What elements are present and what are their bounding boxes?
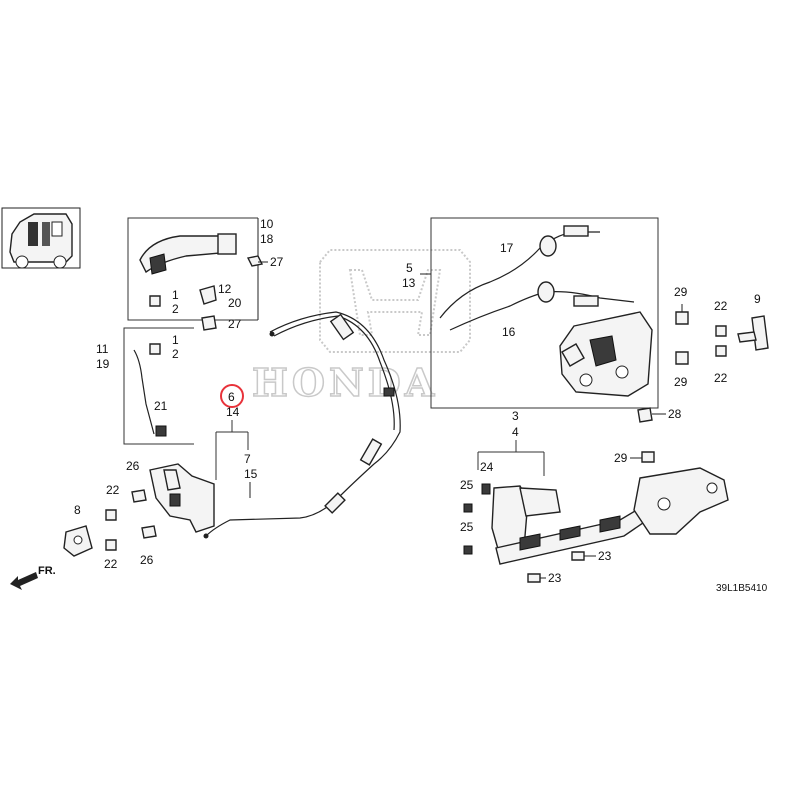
callout-25-bottom: 25 — [460, 520, 474, 534]
callout-22-right-bottom: 22 — [714, 371, 728, 385]
callout-22-left-top: 22 — [106, 483, 120, 497]
callout-8: 8 — [74, 503, 81, 517]
watermark-text: HONDA — [252, 360, 438, 405]
callout-24: 24 — [480, 460, 494, 474]
callout-6: 6 — [228, 390, 235, 404]
honda-watermark: HONDA — [251, 249, 471, 406]
callout-28: 28 — [668, 407, 682, 421]
callout-29-top: 29 — [674, 285, 688, 299]
callout-26-bottom: 26 — [140, 553, 154, 567]
callout-23-lower: 23 — [548, 571, 562, 585]
callout-25-top: 25 — [460, 478, 474, 492]
callout-26-top: 26 — [126, 459, 140, 473]
callout-9: 9 — [754, 292, 761, 306]
callout-27-mid: 27 — [228, 317, 242, 331]
callout-29-lower: 29 — [614, 451, 628, 465]
lower-rail-assembly: 3 4 — [463, 409, 729, 583]
callout-14: 14 — [226, 405, 240, 419]
lower-bracket-assembly — [63, 463, 215, 557]
outside-handle-group — [127, 217, 264, 321]
latch-assembly-group — [420, 217, 659, 409]
callout-7: 7 — [244, 452, 251, 466]
callout-1-mid: 1 — [172, 333, 179, 347]
callout-22-left-bottom: 22 — [104, 557, 118, 571]
highlighted-callout-6[interactable]: 6 — [220, 384, 244, 408]
callout-2-mid: 2 — [172, 347, 179, 361]
callout-19: 19 — [96, 357, 110, 371]
callout-13: 13 — [402, 276, 416, 290]
callout-27-top: 27 — [270, 255, 284, 269]
callout-18: 18 — [260, 232, 274, 246]
callout-3: 3 — [512, 409, 519, 423]
callout-15: 15 — [244, 467, 258, 481]
callout-23-upper: 23 — [598, 549, 612, 563]
callout-21: 21 — [154, 399, 168, 413]
callout-5: 5 — [406, 261, 413, 275]
front-direction-arrow: FR. — [10, 565, 56, 590]
callout-22-right-top: 22 — [714, 299, 728, 313]
fr-label: FR. — [38, 565, 56, 577]
right-fasteners — [637, 304, 769, 423]
callout-12: 12 — [218, 282, 232, 296]
image-code: 39L1B5410 — [716, 583, 768, 594]
callout-16: 16 — [502, 325, 516, 339]
callout-10: 10 — [260, 217, 274, 231]
callout-17: 17 — [500, 241, 514, 255]
inside-rod-group — [123, 327, 194, 445]
callout-11: 11 — [96, 342, 109, 356]
vehicle-thumbnail — [1, 207, 81, 269]
callout-29-mid: 29 — [674, 375, 688, 389]
callout-4: 4 — [512, 425, 519, 439]
callout-1-top: 1 — [172, 288, 179, 302]
callout-2-top: 2 — [172, 302, 179, 316]
callout-20: 20 — [228, 296, 242, 310]
